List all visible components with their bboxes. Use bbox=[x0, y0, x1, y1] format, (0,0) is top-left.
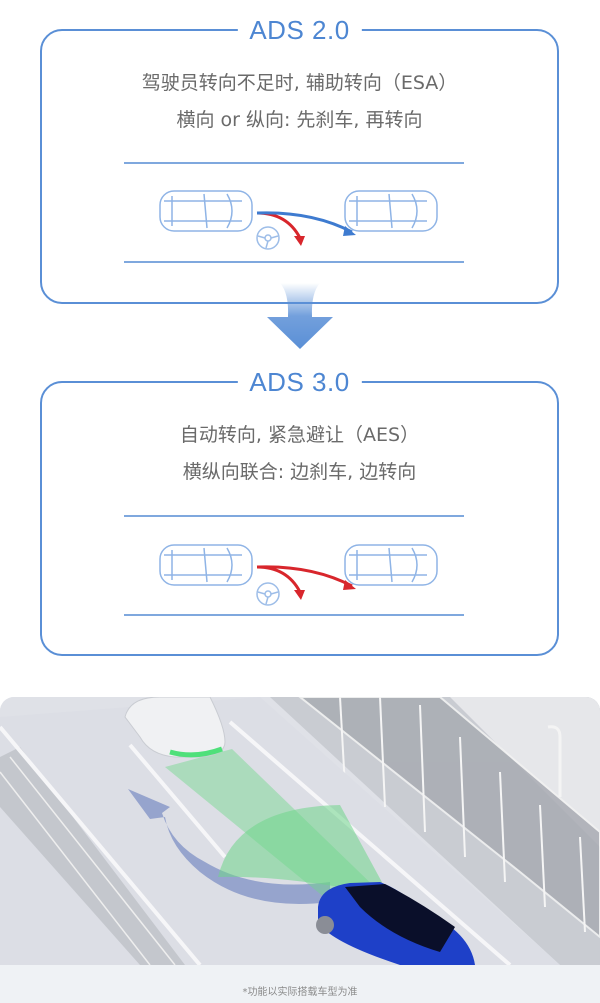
car-outline-icon bbox=[159, 190, 253, 232]
evasion-path-arrow bbox=[128, 789, 330, 904]
lane-line-top bbox=[124, 515, 464, 517]
white-car bbox=[124, 697, 226, 758]
steering-diagram bbox=[142, 540, 502, 610]
footer: *功能以实际搭载车型为准 bbox=[0, 965, 600, 1003]
panel-description-line2: 横向 or 纵向: 先刹车, 再转向 bbox=[176, 109, 423, 131]
panel-description-line2: 横纵向联合: 边刹车, 边转向 bbox=[182, 461, 417, 483]
ego-blue-car bbox=[316, 882, 475, 965]
car-outline-icon bbox=[344, 544, 438, 586]
panel-description-line1: 自动转向, 紧急避让（AES） bbox=[179, 424, 420, 446]
lane-line-bottom bbox=[124, 614, 464, 616]
disclaimer-note: *功能以实际搭载车型为准 bbox=[242, 987, 358, 998]
car-outline-icon bbox=[344, 190, 438, 232]
lane-line-top bbox=[124, 162, 464, 164]
car-outline-icon bbox=[159, 544, 253, 586]
steering-diagram bbox=[142, 186, 502, 256]
sensor-zone-wide bbox=[218, 805, 390, 897]
panel-title: ADS 3.0 bbox=[237, 364, 362, 400]
arrow-down-icon bbox=[265, 283, 335, 349]
lane-line-bottom bbox=[124, 261, 464, 263]
panel-title: ADS 2.0 bbox=[237, 12, 362, 48]
steering-wheel-icon bbox=[256, 582, 280, 606]
panel-description-line1: 驾驶员转向不足时, 辅助转向（ESA） bbox=[141, 72, 458, 94]
ads-2-panel: ADS 2.0 驾驶员转向不足时, 辅助转向（ESA） 横向 or 纵向: 先刹… bbox=[40, 12, 559, 304]
aes-scene-illustration bbox=[0, 697, 600, 965]
steering-wheel-icon bbox=[256, 226, 280, 250]
ads-3-panel: ADS 3.0 自动转向, 紧急避让（AES） 横纵向联合: 边刹车, 边转向 bbox=[40, 364, 559, 656]
